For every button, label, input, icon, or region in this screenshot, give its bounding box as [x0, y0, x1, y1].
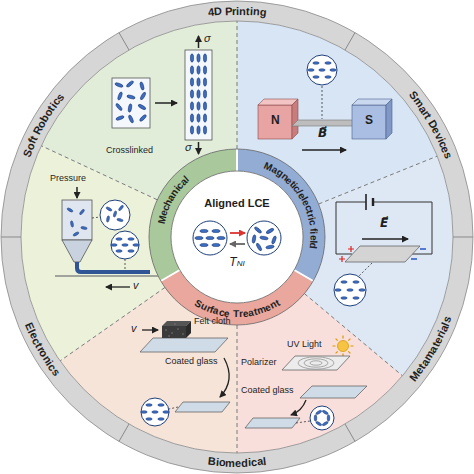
- method-arc: Magnetic/electric field: [262, 160, 321, 253]
- arc-glyph: m: [225, 456, 235, 469]
- caption-text: Crosslinked: [106, 145, 153, 155]
- arc-glyph: c: [307, 219, 319, 227]
- application-band-label: Biomedical: [204, 454, 272, 470]
- field-symbol: B⃗: [318, 127, 327, 141]
- center-lce-figure: [193, 221, 281, 255]
- application-band: Biomedical: [204, 454, 272, 470]
- application-band-label: Metamaterials: [407, 312, 454, 384]
- application-band-label: Electronics: [22, 319, 63, 379]
- arc-glyph: d: [307, 242, 319, 249]
- pole-letter: N: [271, 114, 280, 128]
- velocity-symbol: v: [133, 279, 139, 292]
- transition-temperature: TNI: [171, 256, 303, 270]
- application-band: Soft Robotics: [20, 90, 67, 161]
- method-arc-label: Mechanical: [155, 172, 193, 226]
- application-band-label: Smart Devices: [406, 88, 455, 162]
- arc-glyph: i: [236, 5, 239, 18]
- stress-symbol: σ: [204, 32, 211, 45]
- application-band: Smart Devices: [406, 88, 455, 162]
- arc-glyph: e: [235, 457, 241, 470]
- sector-dividers: [41, 21, 437, 453]
- arc-glyph: T: [232, 308, 238, 320]
- arc-glyph: l: [262, 455, 267, 468]
- sector-backgrounds: [21, 21, 453, 453]
- application-band: Metamaterials: [407, 312, 454, 384]
- arc-glyph: d: [241, 456, 248, 469]
- arc-glyph: i: [308, 231, 320, 234]
- application-band-label: Soft Robotics: [20, 90, 67, 161]
- arc-glyph: e: [308, 234, 320, 240]
- electric-panel: [334, 194, 432, 306]
- caption-text: Coated glass: [241, 385, 294, 395]
- caption-text: UV Light: [287, 339, 322, 349]
- application-band: Electronics: [22, 319, 63, 379]
- method-arc-label: Magnetic/electric field: [262, 160, 321, 253]
- photoalignment-panel: [245, 336, 367, 431]
- stretch-panel: [112, 36, 212, 154]
- method-ring: [149, 149, 325, 325]
- rubbing-panel: [140, 321, 230, 426]
- arc-glyph: D: [213, 5, 222, 18]
- velocity-symbol: v: [131, 322, 137, 335]
- arc-glyph: B: [207, 455, 216, 468]
- arc-glyph: P: [224, 5, 232, 18]
- center-title: Aligned LCE: [171, 197, 303, 210]
- pole-letter: S: [365, 114, 373, 128]
- caption-text: Pressure: [50, 173, 86, 183]
- stress-symbol: σ: [185, 141, 192, 154]
- extrusion-panel: [55, 187, 158, 287]
- arc-glyph: g: [259, 6, 267, 19]
- center-circle: Aligned LCE TNI: [171, 171, 303, 303]
- arc-glyph: r: [232, 5, 236, 18]
- magnetic-panel: [258, 55, 392, 150]
- arc-glyph: o: [218, 456, 226, 469]
- application-band: 4D Printing: [203, 4, 270, 20]
- application-band-label: 4D Printing: [203, 4, 270, 20]
- arc-glyph: n: [239, 5, 246, 18]
- caption-text: Polarizer: [241, 357, 277, 367]
- field-symbol: E⃗: [380, 217, 388, 231]
- caption-text: Felt cloth: [194, 316, 231, 326]
- caption-text: Coated glass: [165, 356, 218, 366]
- method-arc: Mechanical: [155, 172, 193, 226]
